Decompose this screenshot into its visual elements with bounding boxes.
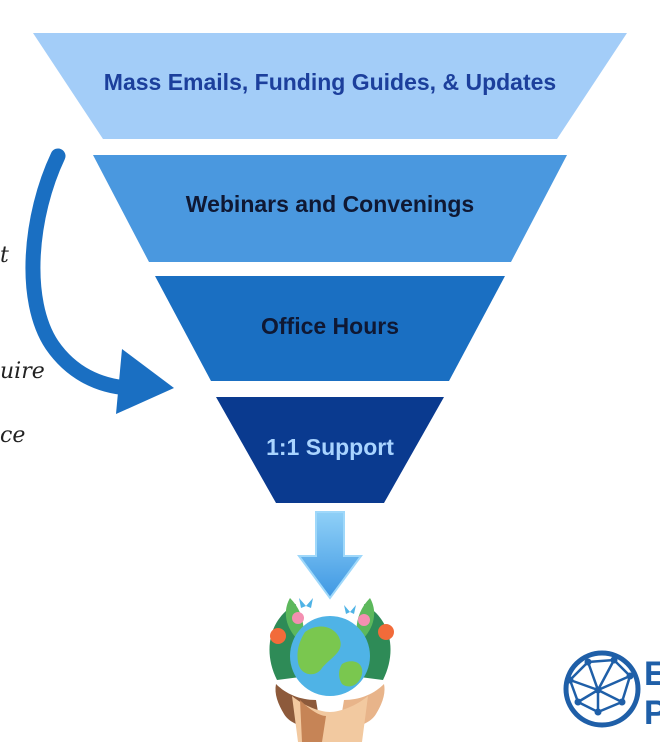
- funnel-tier-office-hours: Office Hours: [155, 276, 505, 381]
- side-note-fragment-3: ce: [0, 423, 25, 448]
- funnel-tier-webinars: Webinars and Convenings: [93, 155, 567, 262]
- down-arrow-icon: [297, 511, 363, 600]
- logo-letter-1: E: [644, 655, 660, 693]
- side-note-fragment-2: uire: [0, 359, 45, 384]
- logo-letter-2: P: [644, 694, 660, 732]
- side-note: t uire ce: [0, 243, 45, 448]
- tier-label-webinars: Webinars and Convenings: [186, 191, 474, 217]
- tier-label-mass-emails: Mass Emails, Funding Guides, & Updates: [104, 69, 556, 95]
- network-globe-logo-icon: E P: [563, 650, 660, 732]
- curved-arrow-icon: [25, 148, 174, 414]
- tier-label-one-on-one: 1:1 Support: [266, 434, 394, 460]
- side-note-fragment-1: t: [0, 243, 9, 268]
- funnel: Mass Emails, Funding Guides, & Updates W…: [33, 33, 627, 503]
- earth-in-hands-icon: [269, 598, 394, 742]
- funnel-tier-one-on-one: 1:1 Support: [216, 397, 444, 503]
- tier-label-office-hours: Office Hours: [261, 313, 399, 339]
- funnel-tier-mass-emails: Mass Emails, Funding Guides, & Updates: [33, 33, 627, 139]
